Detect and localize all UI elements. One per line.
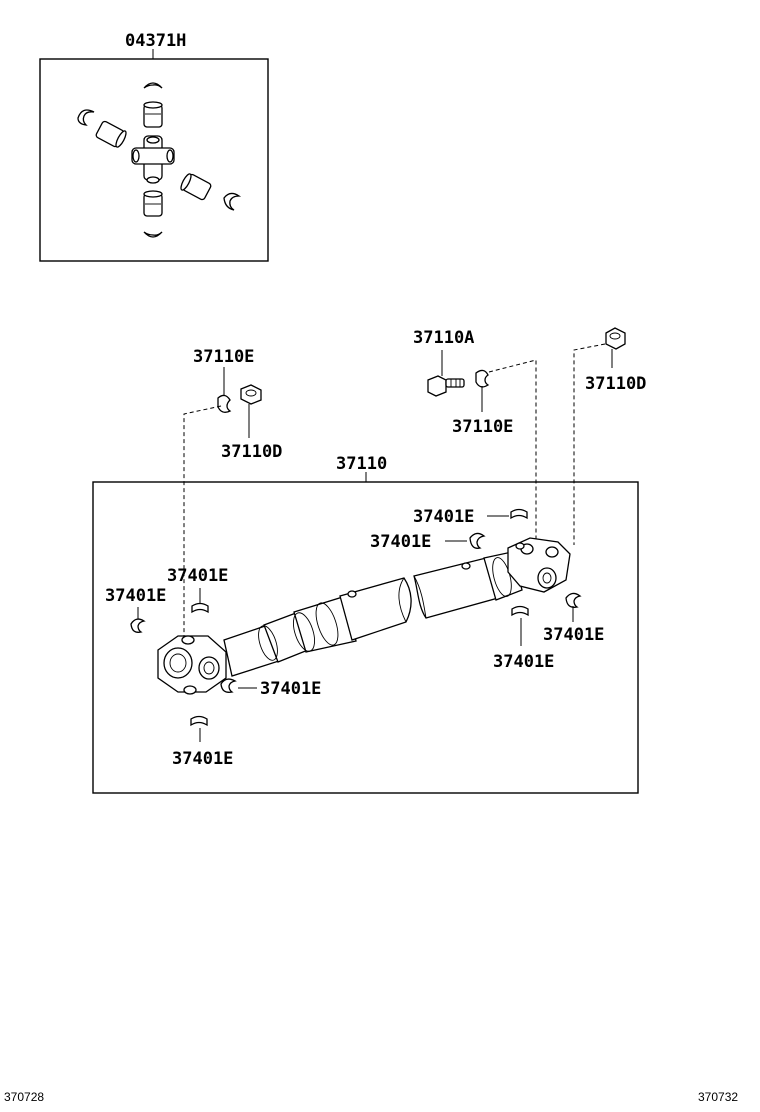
nut-right-group[interactable]: 37110D xyxy=(585,327,646,394)
bolt-group[interactable]: 37110A xyxy=(413,328,474,397)
snap-ring-bottom xyxy=(143,231,163,238)
clip-left-upper[interactable]: 37401E xyxy=(167,566,228,614)
washer-left-label[interactable]: 37110E xyxy=(193,347,254,367)
clip-bottom-left-label[interactable]: 37401E xyxy=(172,749,233,769)
clip-bottom-left[interactable]: 37401E xyxy=(172,715,233,770)
snap-ring-left xyxy=(77,109,95,126)
clip-left-upper-label[interactable]: 37401E xyxy=(167,566,228,586)
clip-mid-center[interactable]: 37401E xyxy=(370,532,486,552)
bolt-label[interactable]: 37110A xyxy=(413,328,474,348)
circlip-icon xyxy=(510,508,528,520)
circlip-icon xyxy=(190,715,208,727)
propeller-shaft-assembly[interactable]: 37110 xyxy=(92,454,639,794)
clip-mid-center-label[interactable]: 37401E xyxy=(370,532,431,552)
kit-box-frame xyxy=(39,58,269,262)
snap-ring-right xyxy=(223,192,242,211)
bolt-head-icon xyxy=(427,375,447,397)
clip-top-center-label[interactable]: 37401E xyxy=(413,507,474,527)
bolt-shank-icon xyxy=(445,378,465,388)
washer-left-group[interactable]: 37110E xyxy=(193,347,254,413)
nut-right-label[interactable]: 37110D xyxy=(585,374,646,394)
circlip-icon xyxy=(565,592,582,608)
nut-left-group[interactable]: 37110D xyxy=(221,384,282,462)
clip-top-center[interactable]: 37401E xyxy=(413,507,528,527)
circlip-icon xyxy=(220,678,237,693)
bearing-cup-bottom xyxy=(143,190,163,217)
bearing-cup-top xyxy=(143,101,163,128)
circlip-icon xyxy=(130,618,146,633)
nut-right-icon xyxy=(605,327,626,350)
clip-front-lower-label[interactable]: 37401E xyxy=(260,679,321,699)
nut-left-icon xyxy=(240,384,262,405)
clip-right-lower[interactable]: 37401E xyxy=(493,605,554,673)
assembly-part-number[interactable]: 37110 xyxy=(336,454,387,474)
bearing-cup-right xyxy=(180,173,212,201)
clip-right-outer[interactable]: 37401E xyxy=(543,592,604,645)
lock-washer-left-icon xyxy=(217,394,232,413)
propeller-shaft xyxy=(157,537,571,695)
circlip-icon xyxy=(191,602,209,614)
circlip-icon xyxy=(511,605,529,617)
footer-left-code: 370728 xyxy=(4,1090,44,1104)
bearing-cup-left xyxy=(95,120,127,148)
footer-right-code: 370732 xyxy=(698,1090,738,1104)
clip-front-lower[interactable]: 37401E xyxy=(220,678,321,699)
lock-washer-right-icon xyxy=(475,369,490,388)
nut-left-label[interactable]: 37110D xyxy=(221,442,282,462)
snap-ring-top xyxy=(143,82,163,89)
kit-part-number[interactable]: 04371H xyxy=(125,31,186,51)
washer-right-group[interactable]: 37110E xyxy=(452,369,513,437)
clip-left-outer-label[interactable]: 37401E xyxy=(105,586,166,606)
circlip-icon xyxy=(469,532,486,549)
clip-left-outer[interactable]: 37401E xyxy=(105,586,166,633)
spider-cross xyxy=(131,135,175,184)
assembly-box-frame xyxy=(92,481,639,794)
universal-joint-kit[interactable]: 04371H xyxy=(39,31,269,262)
clip-right-lower-label[interactable]: 37401E xyxy=(493,652,554,672)
washer-right-label[interactable]: 37110E xyxy=(452,417,513,437)
clip-right-outer-label[interactable]: 37401E xyxy=(543,625,604,645)
